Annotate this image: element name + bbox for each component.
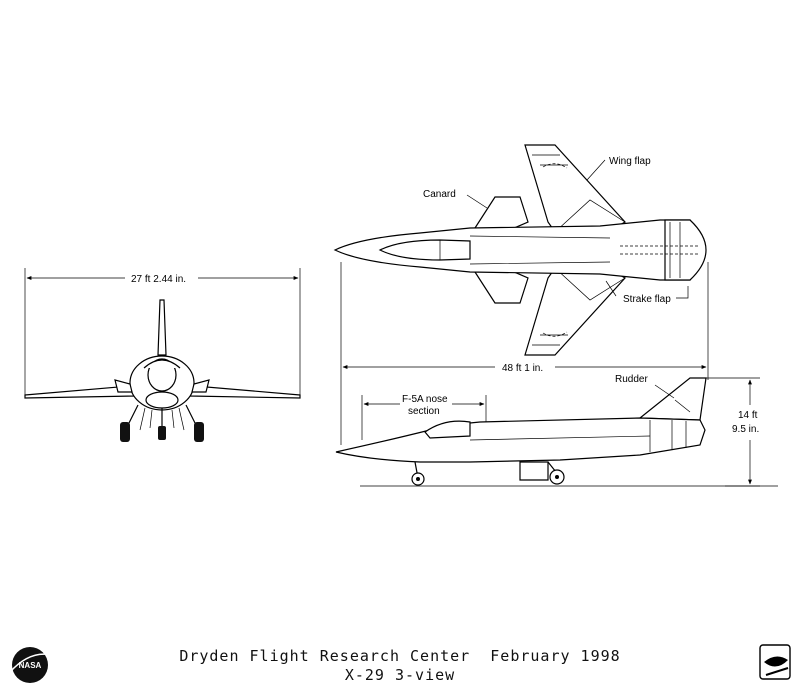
nose-section-label-line1: F-5A nose <box>402 394 448 405</box>
front-view <box>24 299 301 442</box>
strake-flap-label: Strake flap <box>623 294 671 305</box>
nose-section-dimension: F-5A nose section <box>361 394 487 440</box>
caption-line2: X-29 3-view <box>344 666 456 684</box>
dryden-logo-icon <box>759 644 791 680</box>
wing-flap-label: Wing flap <box>609 156 651 167</box>
top-view <box>333 144 707 356</box>
side-view <box>335 377 778 487</box>
length-dimension: 48 ft 1 in. <box>340 262 709 445</box>
height-label-line2: 9.5 in. <box>732 424 759 435</box>
span-dimension: 27 ft 2.44 in. <box>24 268 301 398</box>
canard-label: Canard <box>423 189 456 200</box>
height-dimension: 14 ft 9.5 in. <box>706 377 760 487</box>
svg-text:NASA: NASA <box>19 661 42 670</box>
caption-line1: Dryden Flight Research Center February 1… <box>179 647 621 665</box>
rudder-label: Rudder <box>615 374 648 385</box>
height-label-line1: 14 ft <box>738 410 758 421</box>
span-label: 27 ft 2.44 in. <box>131 274 186 285</box>
nose-section-label-line2: section <box>408 406 440 417</box>
nasa-logo: NASA <box>9 647 53 683</box>
length-label: 48 ft 1 in. <box>502 363 543 374</box>
